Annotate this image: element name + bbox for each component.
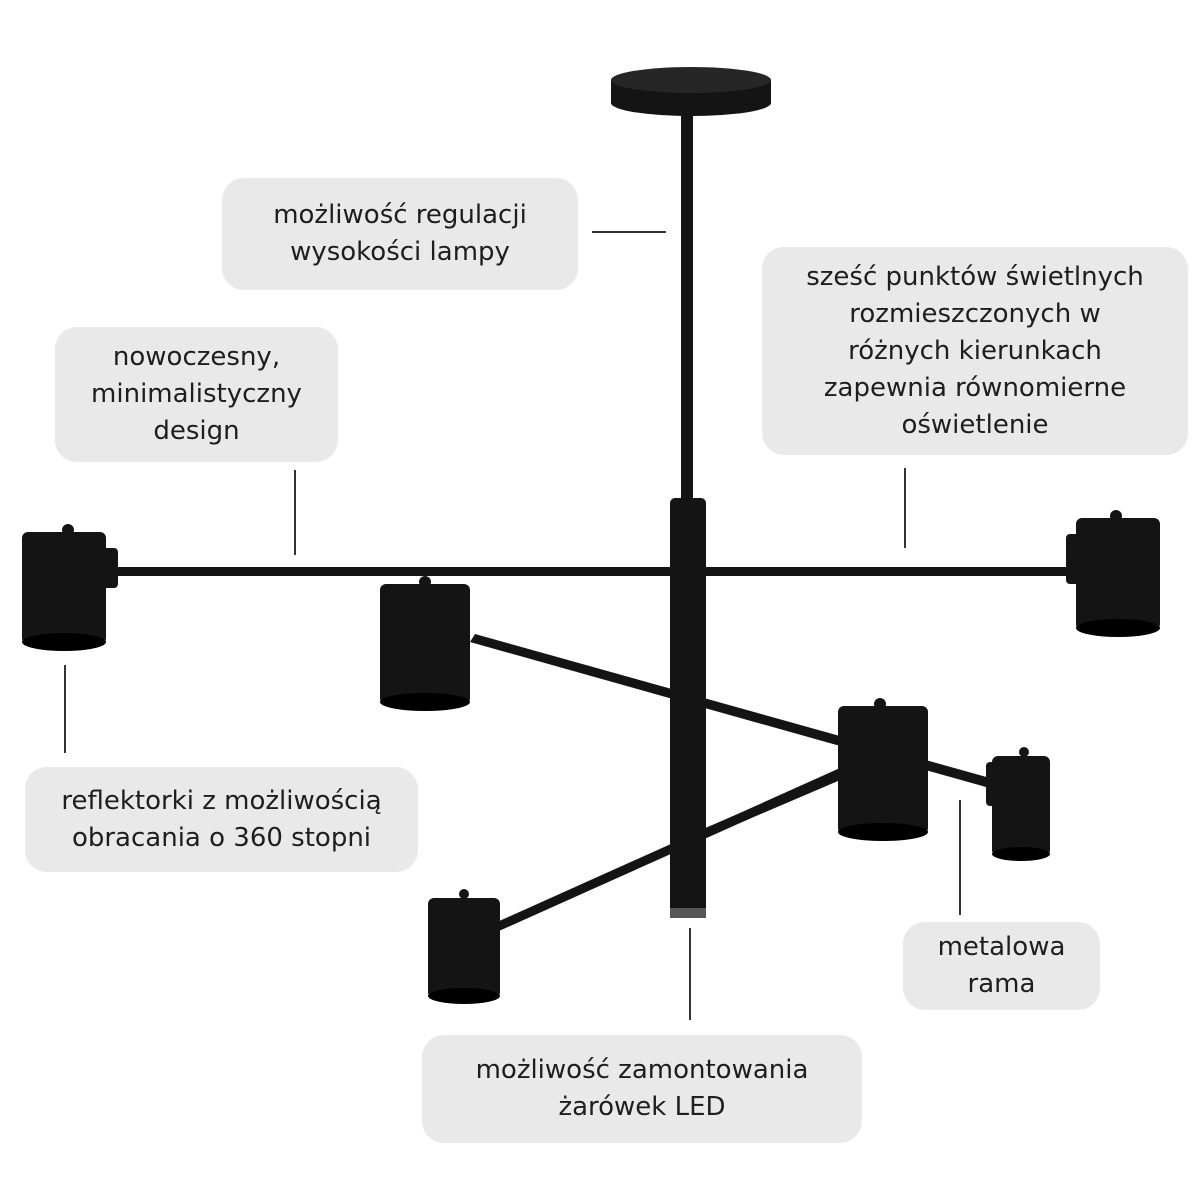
label-line: obracania o 360 stopni: [71, 822, 372, 853]
label-line: możliwość zamontowania: [475, 1055, 809, 1085]
label-line: metalowa: [937, 932, 1066, 962]
arm-horizontal: [110, 567, 1080, 576]
spotlight-5: [986, 747, 1050, 861]
label-line: możliwość regulacji: [273, 200, 527, 230]
pointer-line-spotlights: [64, 665, 66, 753]
center-tube: [670, 498, 706, 918]
label-led-bulbs: możliwość zamontowania żarówek LED: [422, 1035, 862, 1143]
label-line: różnych kierunkach: [848, 335, 1102, 366]
label-line: oświetlenie: [901, 409, 1049, 440]
label-modern-design: nowoczesny, minimalistyczny design: [55, 327, 338, 462]
label-line: rozmieszczonych w: [849, 298, 1101, 329]
spotlight-2: [380, 576, 470, 711]
label-line: rama: [967, 969, 1036, 999]
spotlight-3: [1066, 510, 1160, 637]
label-six-light-points: sześć punktów świetlnych rozmieszczonych…: [762, 247, 1188, 455]
label-line: wysokości lampy: [290, 237, 510, 267]
pointer-line-frame: [959, 800, 961, 915]
pointer-line-led: [689, 928, 691, 1020]
label-metal-frame: metalowa rama: [903, 922, 1100, 1010]
label-line: design: [153, 416, 240, 446]
label-rotating-spotlights: reflektorki z możliwością obracania o 36…: [25, 767, 418, 872]
label-line: żarówek LED: [558, 1092, 726, 1122]
label-line: nowoczesny,: [112, 342, 281, 372]
spotlight-6: [428, 889, 500, 1004]
pointer-line-height: [592, 231, 666, 233]
spotlight-1: [22, 524, 118, 651]
pointer-line-points: [904, 468, 906, 548]
label-line: zapewnia równomierne: [823, 372, 1127, 403]
pointer-line-design: [294, 470, 296, 555]
label-height-adjustment: możliwość regulacji wysokości lampy: [222, 178, 578, 290]
label-line: reflektorki z możliwością: [61, 785, 382, 816]
spotlight-4: [838, 698, 928, 841]
stem: [681, 112, 693, 507]
label-line: minimalistyczny: [91, 379, 302, 409]
label-line: sześć punktów świetlnych: [806, 261, 1144, 292]
